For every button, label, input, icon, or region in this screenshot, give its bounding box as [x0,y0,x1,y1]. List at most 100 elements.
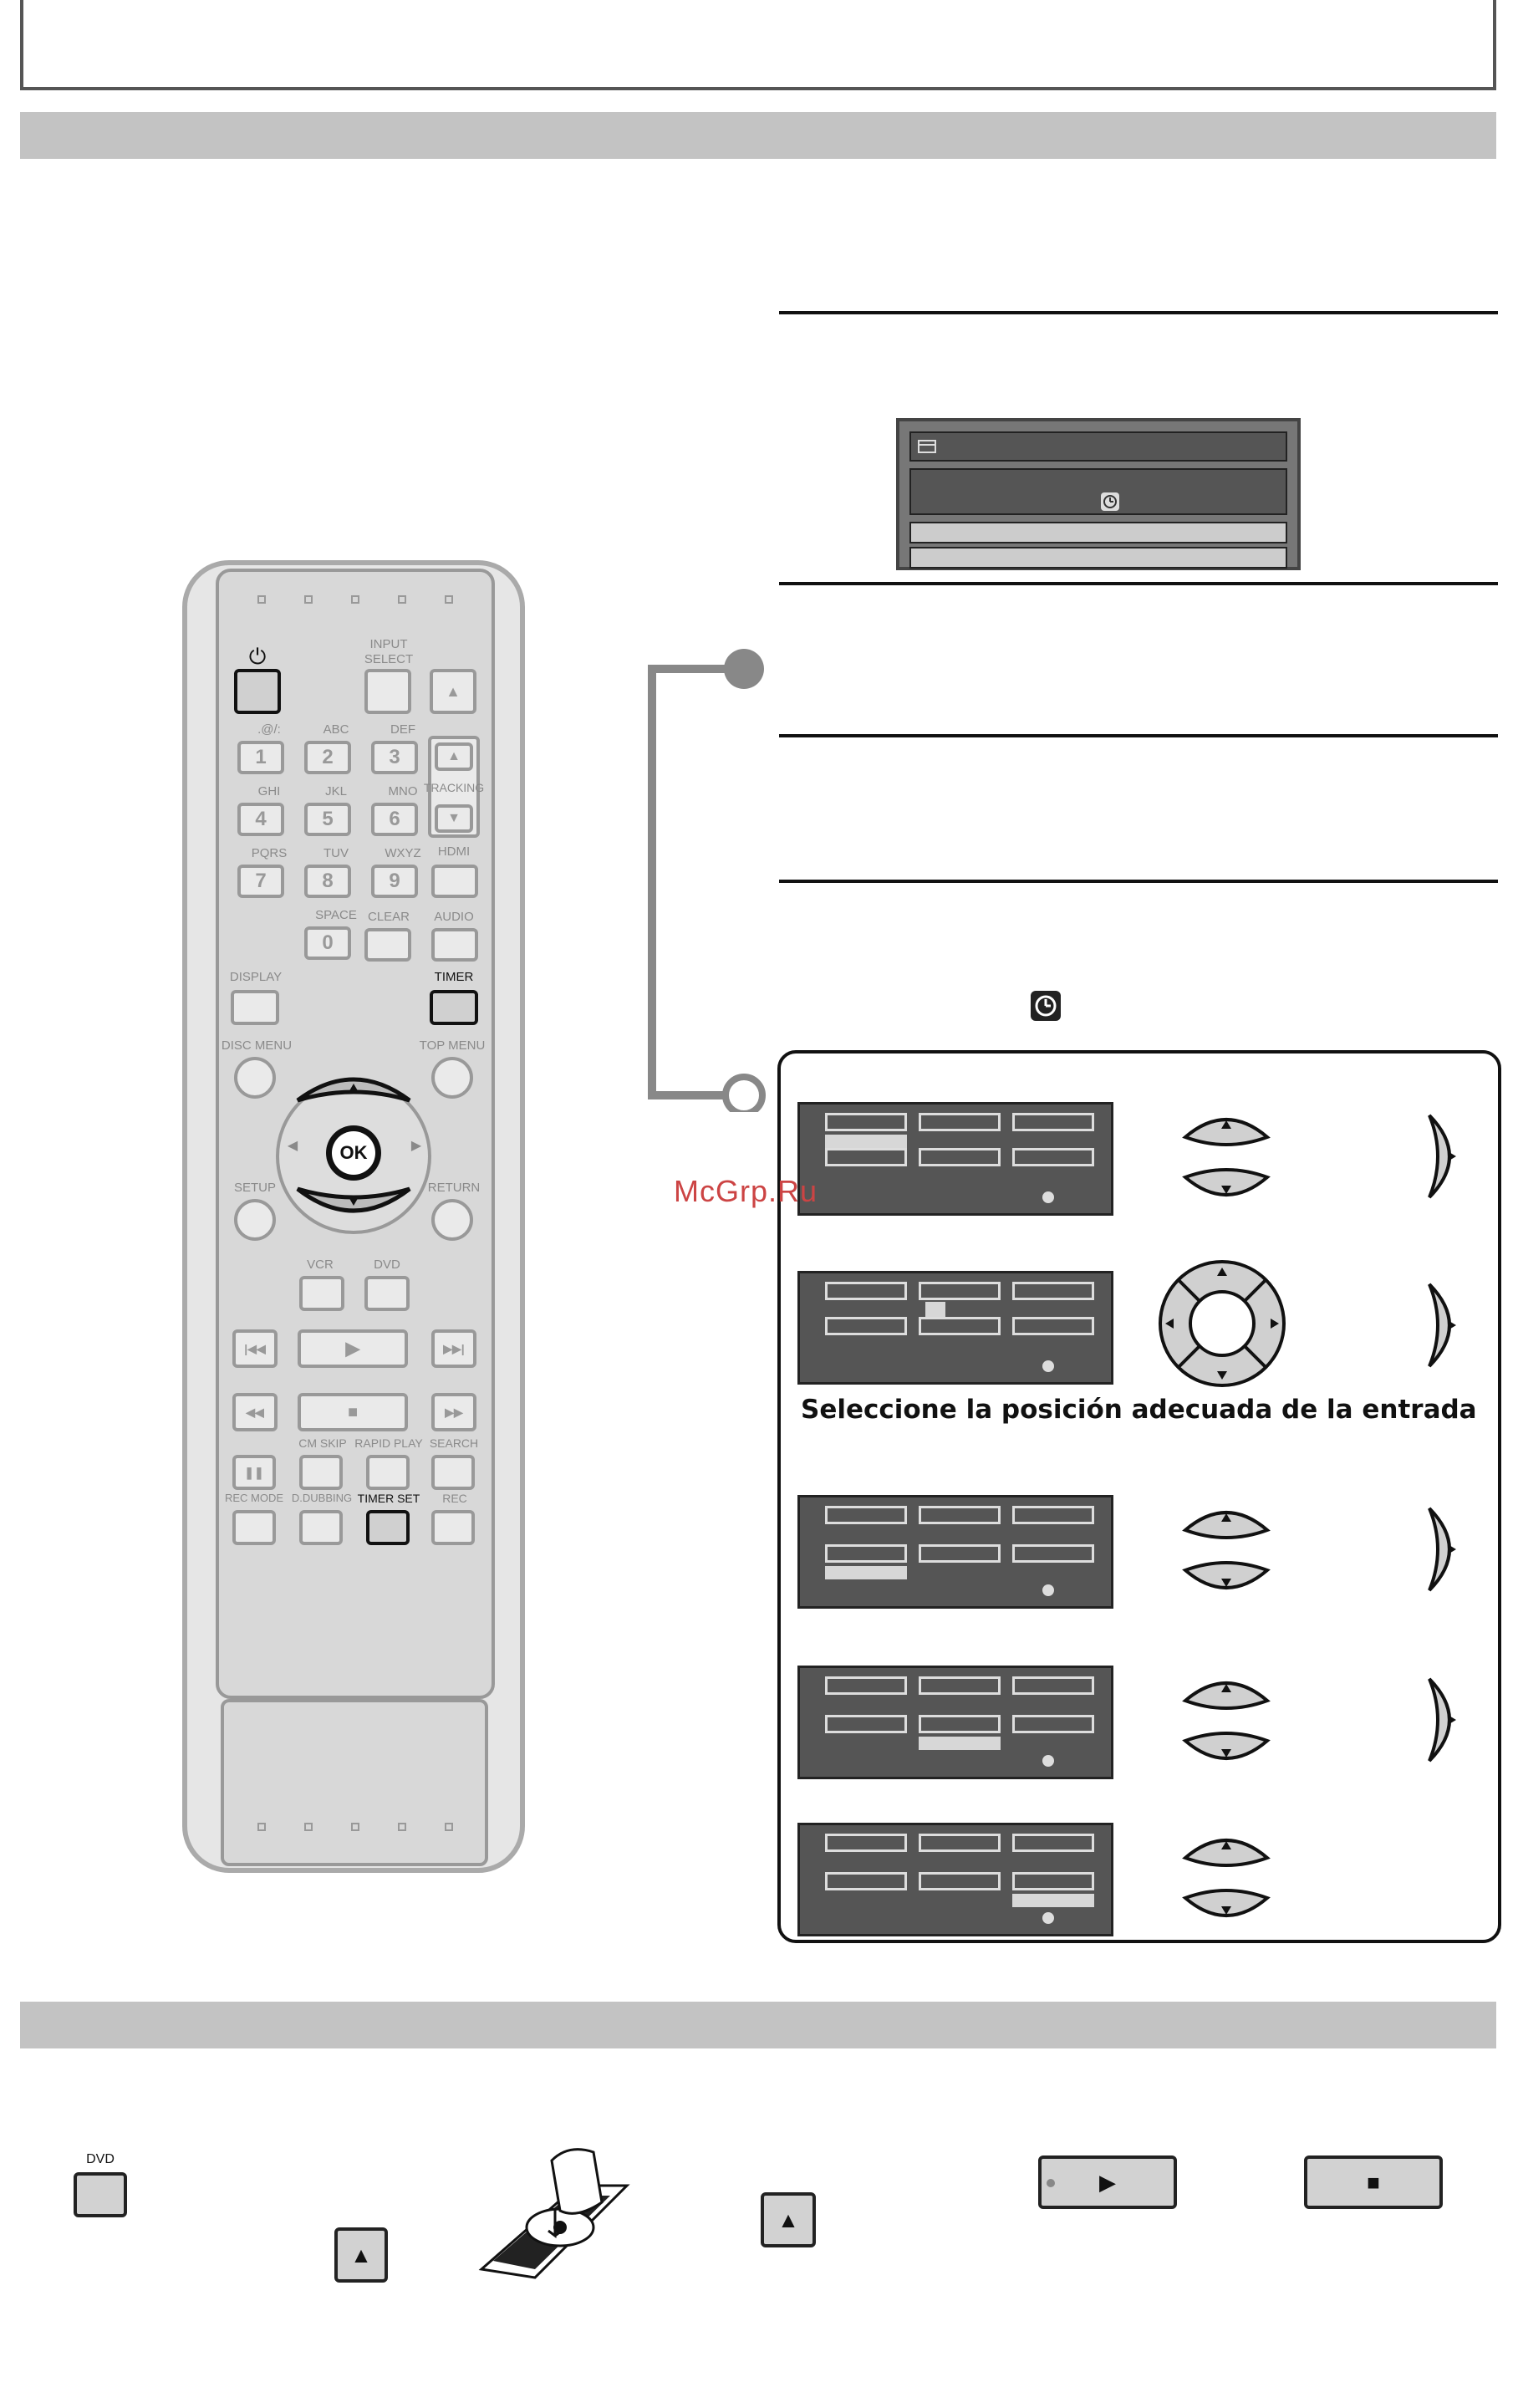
play-button[interactable]: ▶ [1038,2155,1177,2209]
input-select-button[interactable] [364,669,411,714]
indicator-dot [257,1823,266,1831]
up-arrow-button[interactable] [294,1067,413,1117]
number-key-1[interactable]: 1 [237,741,284,774]
indicator-dot [445,595,453,604]
selection-highlight [1012,1894,1094,1907]
search-button[interactable] [431,1455,475,1490]
number-key-2[interactable]: 2 [304,741,351,774]
down-arrow-button[interactable] [1180,1727,1272,1774]
setup-button[interactable] [234,1199,276,1241]
entry-field [1012,1834,1094,1852]
timer-entry-screen [797,1823,1113,1936]
rapid-play-button[interactable] [366,1455,410,1490]
audio-label: AUDIO [434,910,474,924]
right-arrow-button[interactable] [1421,1503,1471,1595]
ok-button[interactable]: OK [326,1125,381,1181]
power-button[interactable] [234,669,281,714]
left-arrow-icon[interactable]: ◀ [287,1139,298,1153]
stop-button[interactable]: ■ [298,1393,408,1431]
cm-skip-button[interactable] [299,1455,343,1490]
number-key-5[interactable]: 5 [304,803,351,836]
timer-entry-screen [797,1495,1113,1609]
indicator-dot [257,595,266,604]
number-key-0[interactable]: 0 [304,926,351,960]
d-dubbing-button[interactable] [299,1510,343,1545]
disc-menu-button[interactable] [234,1057,276,1099]
entry-field [919,1148,1001,1166]
rewind-button[interactable]: ◀◀ [232,1393,278,1431]
audio-button[interactable] [431,928,478,962]
key-letters-label: PQRS [251,846,288,860]
right-arrow-button[interactable] [1421,1279,1471,1371]
remote-lower-panel [221,1699,488,1866]
display-button[interactable] [231,990,279,1025]
rec-mode-button[interactable] [232,1510,276,1545]
indicator-dot [351,1823,359,1831]
top-menu-button[interactable] [431,1057,473,1099]
up-arrow-button[interactable] [1180,1824,1272,1871]
selection-highlight [919,1737,1001,1750]
cursor-indicator [1042,1912,1054,1924]
stop-button[interactable]: ■ [1304,2155,1443,2209]
divider [779,880,1498,883]
down-arrow-button[interactable] [1180,1885,1272,1931]
up-arrow-button[interactable] [1180,1667,1272,1714]
number-key-6[interactable]: 6 [371,803,418,836]
play-button[interactable]: ▶ [298,1329,408,1368]
entry-field [825,1715,907,1733]
eject-button[interactable]: ▲ [334,2227,388,2283]
down-arrow-button[interactable] [1180,1557,1272,1604]
number-key-3[interactable]: 3 [371,741,418,774]
entry-field [825,1317,907,1335]
entry-field [919,1113,1001,1131]
right-arrow-button[interactable] [1421,1674,1471,1766]
number-key-4[interactable]: 4 [237,803,284,836]
key-letters-label: WXYZ [385,846,421,860]
entry-field [825,1113,907,1131]
return-button[interactable] [431,1199,473,1241]
entry-field [919,1872,1001,1890]
search-label: SEARCH [429,1436,479,1450]
dpad-button[interactable] [1157,1254,1287,1393]
entry-field [1012,1506,1094,1524]
down-arrow-button[interactable] [1180,1164,1272,1211]
cursor-indicator [1042,1584,1054,1596]
right-arrow-icon[interactable]: ▶ [410,1139,422,1153]
indicator-dot [445,1823,453,1831]
down-arrow-button[interactable] [294,1174,413,1224]
timer-entry-screen [797,1102,1113,1216]
key-letters-label: JKL [325,784,347,798]
eject-button[interactable]: ▲ [430,669,476,714]
eject-button[interactable]: ▲ [761,2192,816,2247]
fast-forward-button[interactable]: ▶▶ [431,1393,476,1431]
entry-field [1012,1148,1094,1166]
entry-field [1012,1282,1094,1300]
section-bar-1 [20,112,1496,159]
tracking-up-button[interactable]: ▲ [435,742,473,771]
vcr-button[interactable] [299,1276,344,1311]
pause-button[interactable]: ❚❚ [232,1455,276,1490]
tracking-down-button[interactable]: ▼ [435,804,473,833]
dvd-button[interactable] [364,1276,410,1311]
number-key-7[interactable]: 7 [237,865,284,898]
hdmi-label: HDMI [437,844,471,859]
number-key-9[interactable]: 9 [371,865,418,898]
rec-button[interactable] [431,1510,475,1545]
timer-set-button[interactable] [366,1510,410,1545]
section-bar-2 [20,2002,1496,2048]
right-arrow-button[interactable] [1421,1110,1471,1202]
skip-back-button[interactable]: |◀◀ [232,1329,278,1368]
skip-forward-button[interactable]: ▶▶| [431,1329,476,1368]
hdmi-button[interactable] [431,865,478,898]
key-letters-label: SPACE [315,908,357,922]
clear-button[interactable] [364,928,411,962]
up-arrow-button[interactable] [1180,1497,1272,1543]
entry-field [825,1676,907,1695]
up-arrow-button[interactable] [1180,1104,1272,1150]
timer-button[interactable] [430,990,478,1025]
key-letters-label: DEF [390,722,415,737]
dvd-button[interactable] [74,2172,127,2217]
disc-menu-label: DISC MENU [221,1038,293,1053]
return-label: RETURN [427,1181,481,1195]
number-key-8[interactable]: 8 [304,865,351,898]
